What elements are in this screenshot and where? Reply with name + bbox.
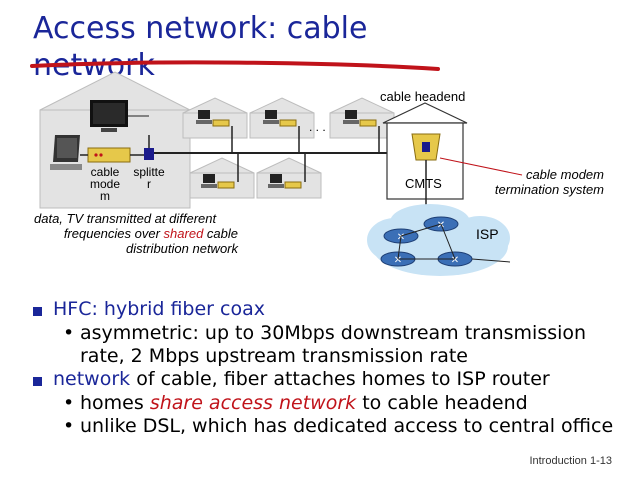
cable-network-diagram: ✕ ✕ ✕ ✕	[39, 71, 523, 276]
homes-pre: homes	[80, 392, 150, 414]
svg-text:✕: ✕	[394, 255, 402, 266]
svg-text:✕: ✕	[437, 220, 445, 231]
splitter-icon	[144, 148, 154, 160]
desc-shared-word: shared	[163, 226, 204, 241]
sub-bullet-asymmetric: • asymmetric: up to 30Mbps downstream tr…	[33, 322, 633, 368]
network-word: network	[53, 368, 131, 390]
bullet-network: network of cable, fiber attaches homes t…	[33, 368, 633, 391]
cable-headend-label: cable headend	[380, 89, 466, 104]
isp-label: ISP	[476, 226, 499, 242]
desc-line3: distribution network	[126, 241, 238, 256]
cmts-desc-line1: cable modem	[525, 167, 604, 182]
cmts-label: CMTS	[405, 176, 442, 191]
desc-line2: frequencies over shared cable	[34, 226, 238, 241]
cmts-description: cable modem termination system	[480, 167, 604, 197]
bullet-hfc: HFC: hybrid fiber coax	[33, 298, 633, 321]
cable-modem-label: cable mode m	[89, 165, 121, 203]
small-house-icon	[256, 157, 322, 199]
tv-icon	[90, 100, 128, 132]
ellipsis-label: . . .	[309, 120, 326, 134]
desc-line2-pre: frequencies over	[63, 226, 164, 241]
dot-bullet-icon: •	[63, 392, 75, 414]
asymmetric-text: asymmetric: up to 30Mbps downstream tran…	[80, 322, 587, 367]
computer-icon	[50, 135, 82, 170]
slide-footer: Introduction 1-13	[529, 455, 612, 467]
network-rest: of cable, fiber attaches homes to ISP ro…	[130, 368, 550, 390]
svg-text:✕: ✕	[451, 255, 459, 266]
small-house-icon	[329, 97, 395, 139]
bullet-list: HFC: hybrid fiber coax • asymmetric: up …	[33, 298, 633, 438]
square-bullet-icon	[33, 307, 42, 316]
diagram-description: data, TV transmitted at different freque…	[34, 211, 238, 256]
red-strikethrough-mark	[30, 60, 440, 71]
small-house-icon	[182, 97, 248, 139]
dot-bullet-icon: •	[63, 415, 75, 437]
sub-bullet-dsl: • unlike DSL, which has dedicated access…	[33, 415, 633, 438]
cmts-device-icon	[411, 133, 441, 161]
homes-post: to cable headend	[356, 392, 528, 414]
homes-share-access: share access network	[149, 392, 357, 414]
square-bullet-icon	[33, 377, 42, 386]
sub-bullet-homes: • homes share access network to cable he…	[33, 392, 633, 415]
desc-line2-post: cable	[203, 226, 238, 241]
hfc-label: HFC: hybrid fiber coax	[53, 298, 265, 320]
headend-house-icon	[382, 102, 468, 200]
splitter-label: splitte r	[133, 165, 165, 191]
small-house-icon	[249, 97, 315, 139]
cmts-desc-line2: termination system	[494, 182, 604, 197]
cable-modem-icon	[87, 147, 131, 163]
dsl-text: unlike DSL, which has dedicated access t…	[80, 415, 614, 437]
dot-bullet-icon: •	[63, 322, 75, 344]
small-house-icon	[189, 157, 255, 199]
desc-line1: data, TV transmitted at different	[34, 211, 217, 226]
